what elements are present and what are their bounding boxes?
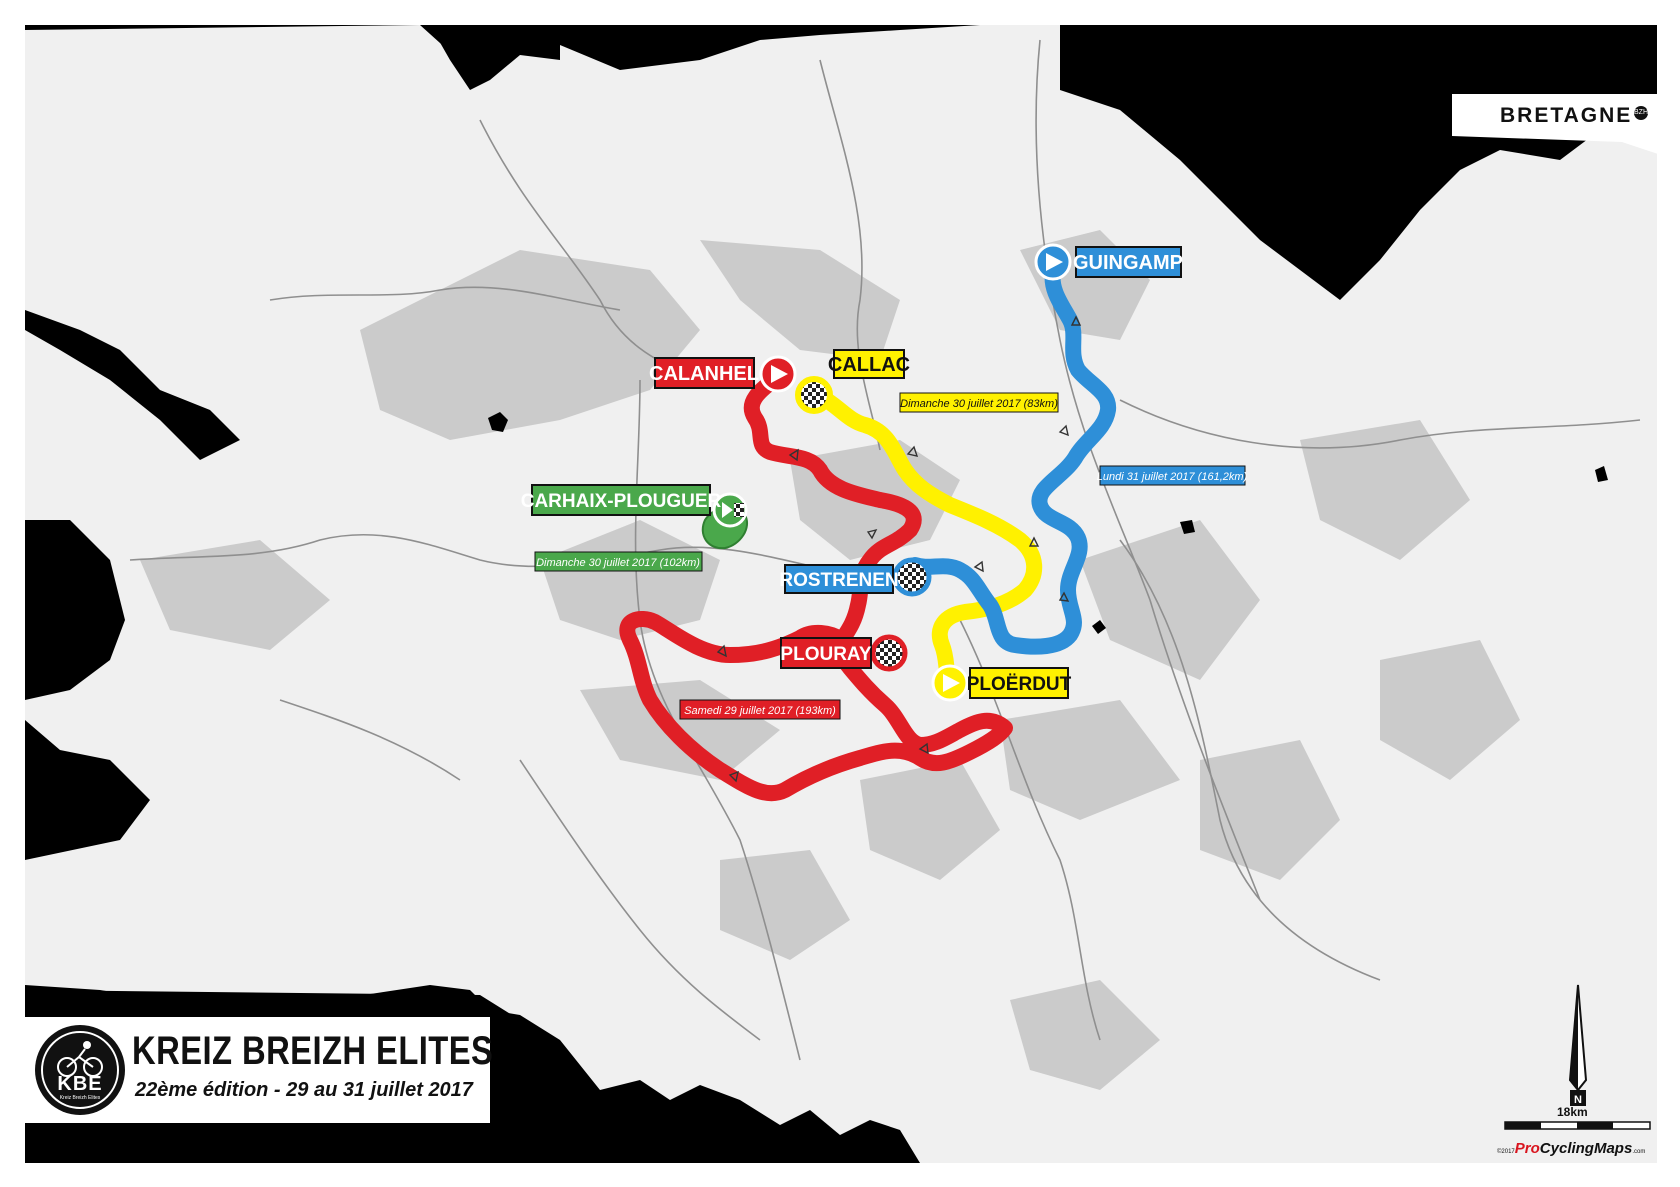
- svg-text:Lundi 31 juillet 2017 (161,2km: Lundi 31 juillet 2017 (161,2km): [1097, 471, 1248, 483]
- marker-callac-finish[interactable]: [795, 376, 833, 414]
- label-rostrenen: ROSTRENEN: [779, 564, 899, 594]
- bretagne-badge-icon: BZH: [1634, 106, 1648, 120]
- svg-text:Dimanche 30 juillet 2017 (102k: Dimanche 30 juillet 2017 (102km): [536, 557, 700, 569]
- svg-text:N: N: [1574, 1094, 1582, 1106]
- route-red-stage: [619, 369, 1013, 802]
- kbe-logo: KBE Kreiz Breizh Elites: [35, 1025, 125, 1115]
- race-subtitle: 22ème édition - 29 au 31 juillet 2017: [135, 1079, 473, 1101]
- label-callac: CALLAC: [828, 349, 910, 379]
- label-plouray: PLOURAY: [780, 637, 872, 669]
- kbe-logo-ring: [41, 1031, 119, 1109]
- svg-text:PLOËRDUT: PLOËRDUT: [967, 674, 1072, 695]
- credit-brand-pro: Pro: [1514, 1140, 1540, 1157]
- marker-ploerdut-start[interactable]: [931, 664, 969, 702]
- sea-bay-north: [25, 310, 240, 460]
- svg-text:CARHAIX-PLOUGUER: CARHAIX-PLOUGUER: [521, 491, 722, 512]
- sea-north-east: [1080, 25, 1657, 270]
- label-ploerdut: PLOËRDUT: [967, 667, 1072, 699]
- credit-suffix: .com: [1632, 1149, 1646, 1155]
- lakes: [488, 412, 1608, 634]
- bretagne-logo-text: BRETAGNE: [1500, 104, 1633, 127]
- scale-bar: [1504, 1121, 1651, 1130]
- kbe-logo-text: KBE: [57, 1073, 103, 1095]
- label-carhaix: CARHAIX-PLOUGUER: [521, 484, 722, 516]
- route-yellow-stage: [806, 387, 1043, 688]
- race-title-block: KBE Kreiz Breizh Elites KREIZ BREIZH ELI…: [25, 1017, 494, 1123]
- sea-inlet-west: [25, 520, 125, 700]
- scale-label: 18km: [1557, 1105, 1588, 1119]
- credit-copyright: ©2017: [1497, 1149, 1515, 1155]
- route-direction-arrows: [716, 315, 1082, 783]
- label-calanhel: CALANHEL: [649, 357, 759, 389]
- bretagne-logo: BRETAGNE BZH: [1452, 94, 1680, 162]
- sea-north-center: [430, 25, 560, 90]
- marker-guingamp-start[interactable]: [1034, 243, 1072, 281]
- svg-text:CALLAC: CALLAC: [828, 354, 910, 376]
- marker-calanhel-start[interactable]: [759, 355, 797, 393]
- svg-text:Samedi 29 juillet 2017 (193km): Samedi 29 juillet 2017 (193km): [684, 705, 836, 717]
- svg-text:PLOURAY: PLOURAY: [780, 644, 871, 665]
- marker-rostrenen-finish[interactable]: [892, 557, 932, 597]
- race-title: KREIZ BREIZH ELITES: [132, 1029, 494, 1073]
- stage-label-red: Samedi 29 juillet 2017 (193km): [679, 699, 841, 720]
- marker-carhaix[interactable]: [712, 492, 748, 528]
- marker-plouray-finish[interactable]: [870, 634, 908, 672]
- kbe-logo-subtext: Kreiz Breizh Elites: [59, 1095, 101, 1101]
- svg-text:ROSTRENEN: ROSTRENEN: [779, 570, 898, 591]
- map-credit: ©2017ProCyclingMaps.com: [1497, 1140, 1645, 1157]
- compass-north-arrow: N: [1568, 984, 1588, 1106]
- svg-text:CALANHEL: CALANHEL: [649, 363, 759, 385]
- stage-label-blue: Lundi 31 juillet 2017 (161,2km): [1097, 465, 1248, 486]
- stage-label-green: Dimanche 30 juillet 2017 (102km): [534, 551, 703, 572]
- svg-text:GUINGAMP: GUINGAMP: [1073, 252, 1183, 274]
- stage-label-yellow: Dimanche 30 juillet 2017 (83km): [899, 392, 1059, 413]
- sea-bottom-right: [800, 1130, 920, 1163]
- cyclist-icon: [57, 1041, 103, 1077]
- label-guingamp: GUINGAMP: [1073, 246, 1183, 278]
- svg-text:Dimanche 30 juillet 2017 (83km: Dimanche 30 juillet 2017 (83km): [900, 398, 1058, 410]
- credit-brand-name: CyclingMaps: [1539, 1140, 1633, 1157]
- route-blue-stage: [907, 264, 1117, 655]
